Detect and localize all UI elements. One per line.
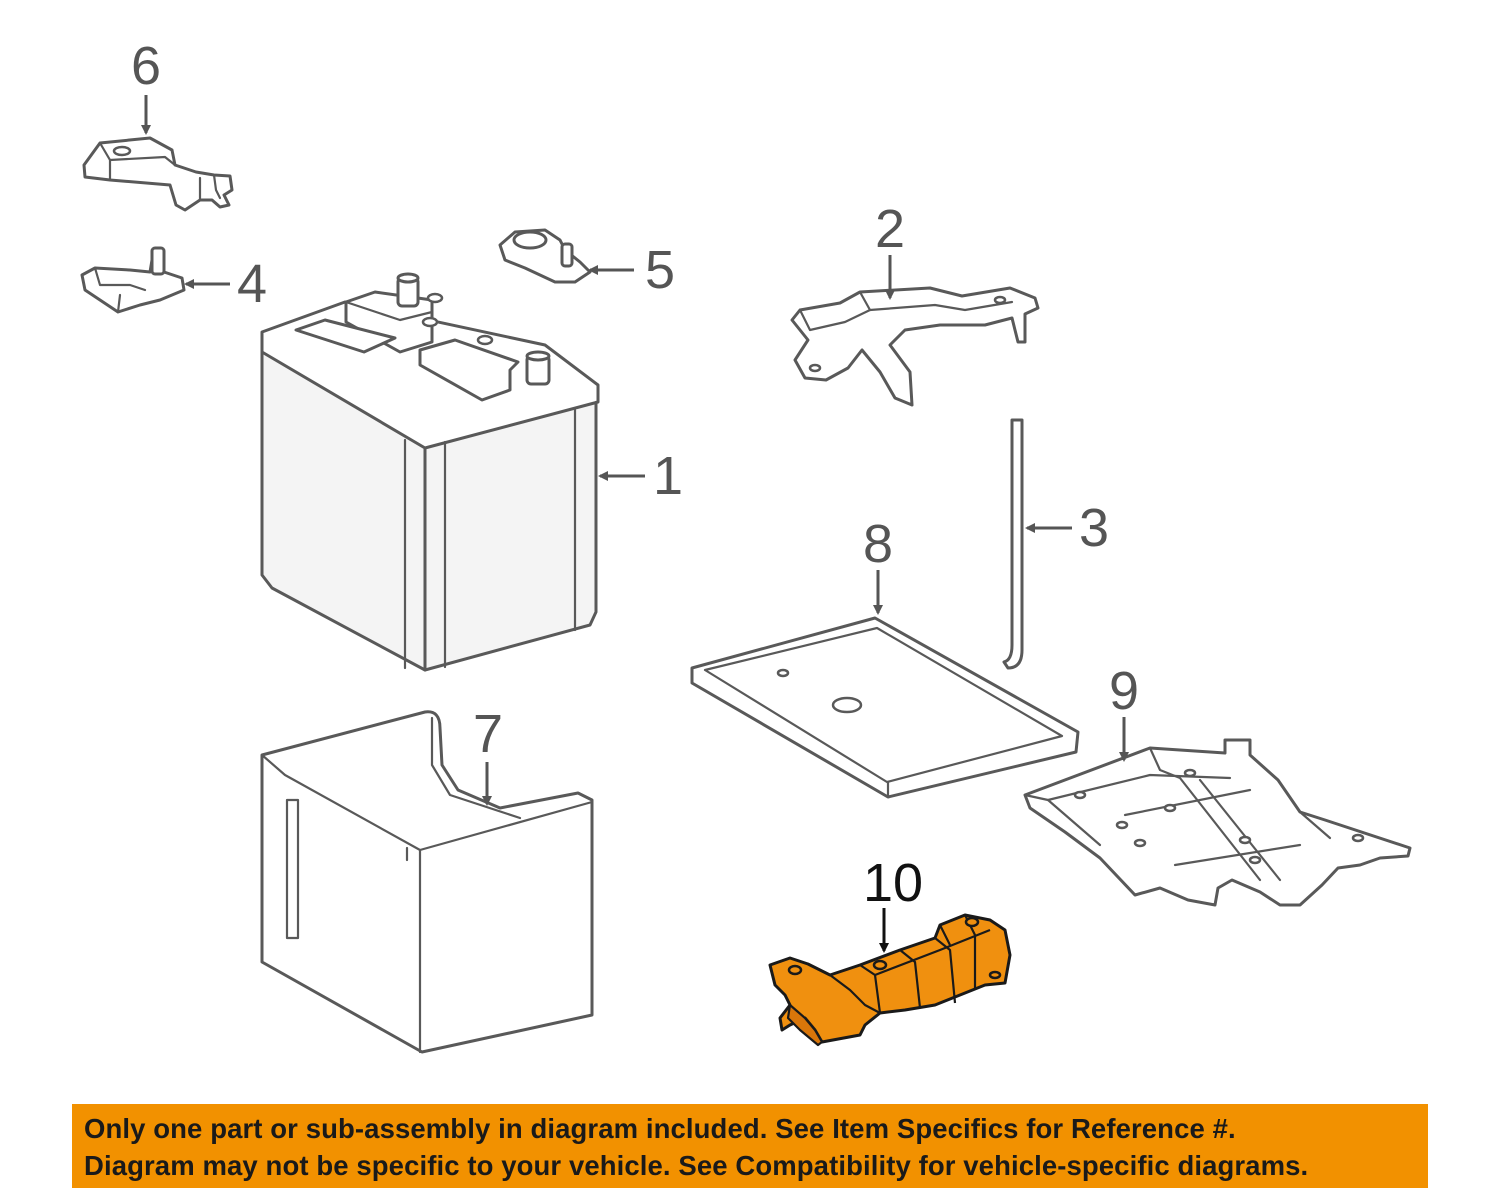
- callout-3: 3: [1079, 498, 1109, 558]
- part-1-battery: [260, 272, 600, 672]
- part-7-insulator: [260, 710, 594, 1054]
- callout-2: 2: [875, 199, 905, 259]
- callout-8: 8: [863, 514, 893, 574]
- part-2-hold-down-clamp: [790, 286, 1040, 407]
- callout-leaders: [141, 95, 1129, 953]
- callout-5: 5: [645, 240, 675, 300]
- notice-line-1: Only one part or sub-assembly in diagram…: [84, 1113, 1236, 1144]
- part-4-terminal-clamp: [80, 246, 186, 314]
- notice-line-2: Diagram may not be specific to your vehi…: [84, 1150, 1309, 1181]
- part-10-bracket-highlighted: [768, 913, 1012, 1047]
- part-8-battery-tray: [690, 616, 1080, 799]
- callout-4: 4: [237, 254, 267, 314]
- part-6-terminal-cover: [82, 136, 234, 212]
- part-5-terminal-clamp: [498, 228, 592, 284]
- callout-1: 1: [653, 446, 683, 506]
- parts-diagram: 6 4 5 2 1 3 8 7 9 10: [80, 36, 1412, 1054]
- notice-banner: Only one part or sub-assembly in diagram…: [72, 1104, 1428, 1188]
- callout-9: 9: [1109, 661, 1139, 721]
- callout-6: 6: [131, 36, 161, 96]
- part-9-tray-bracket: [1023, 738, 1412, 907]
- callout-7: 7: [473, 704, 503, 764]
- part-3-hold-down-rod: [1002, 418, 1024, 670]
- callout-10: 10: [863, 853, 923, 913]
